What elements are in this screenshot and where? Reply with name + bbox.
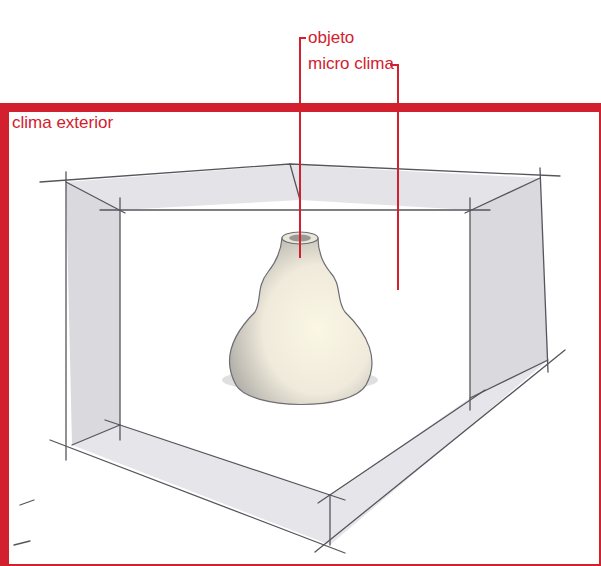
leader-lines — [300, 38, 398, 290]
wall-panel — [66, 182, 120, 445]
callout-label: micro clima — [308, 54, 394, 74]
wall-panel — [470, 178, 548, 398]
region-heading: clima exterior — [12, 113, 599, 133]
vase-object — [230, 238, 372, 405]
leader-line — [300, 38, 306, 258]
leader-line — [390, 65, 398, 290]
callout-label: objeto — [308, 28, 354, 48]
sketch-lines — [14, 164, 565, 553]
climate-region: clima exterior — [0, 103, 601, 566]
